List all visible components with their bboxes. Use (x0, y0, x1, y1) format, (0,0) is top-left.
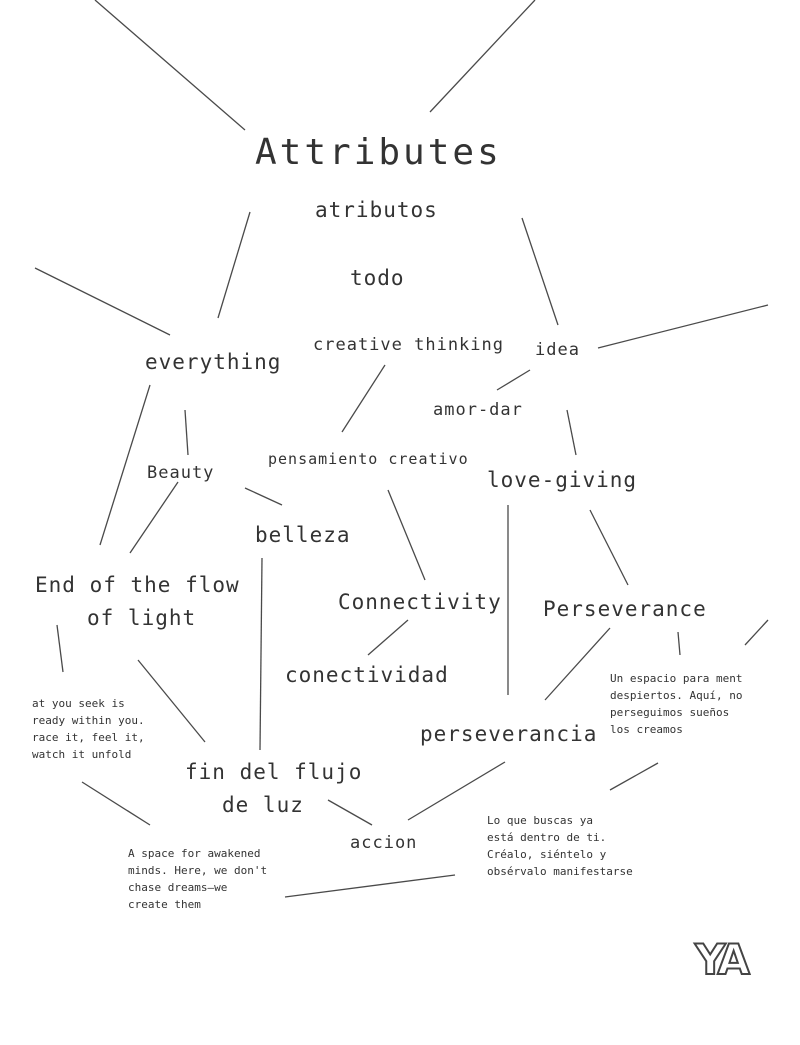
connector (81, 781, 151, 826)
connector (566, 409, 577, 456)
node-love-giving: love-giving (487, 468, 638, 492)
connector (184, 409, 189, 456)
node-end-of-flow-line2: of light (87, 606, 197, 630)
connector (496, 369, 531, 391)
node-creative-thinking: creative thinking (313, 335, 504, 355)
connector (56, 624, 64, 673)
node-connectivity: Connectivity (338, 590, 502, 614)
paragraph-line: está dentro de ti. (487, 831, 607, 844)
connector (597, 304, 769, 349)
connector (327, 799, 373, 826)
connector (744, 619, 769, 646)
node-amor-dar: amor-dar (433, 400, 523, 420)
paragraph-es-espacio: Un espacio para ment despiertos. Aquí, n… (610, 670, 742, 738)
paragraph-line: Créalo, siéntelo y (487, 848, 607, 861)
node-belleza: belleza (255, 523, 351, 547)
connector (34, 267, 171, 336)
paragraph-line: race it, feel it, (32, 731, 145, 744)
connector (341, 364, 386, 433)
node-end-of-flow-line1: End of the flow (35, 573, 240, 597)
paragraph-en-seek: at you seek is ready within you. race it… (32, 695, 145, 763)
node-attributes: Attributes (255, 132, 502, 173)
node-beauty: Beauty (147, 463, 215, 483)
paragraph-line: Un espacio para ment (610, 672, 743, 685)
connector (609, 762, 659, 791)
connector (259, 557, 263, 751)
connector (244, 487, 283, 506)
node-idea: idea (535, 340, 580, 360)
connector (521, 217, 559, 326)
node-pensamiento-creativo: pensamiento creativo (268, 450, 469, 468)
node-perseverancia: perseverancia (420, 722, 598, 746)
paragraph-line: A space for awakened (128, 847, 261, 860)
paragraph-line: Lo que buscas ya (487, 814, 593, 827)
logo: YA (694, 934, 751, 985)
connector (129, 481, 179, 554)
paragraph-line: at you seek is (32, 697, 125, 710)
paragraph-line: perseguimos sueños (610, 706, 730, 719)
connector (407, 761, 506, 821)
connector (387, 489, 426, 581)
node-everything: everything (145, 350, 282, 374)
paragraph-line: ready within you. (32, 714, 145, 727)
connector (137, 659, 206, 743)
paragraph-line: chase dreams—we (128, 881, 228, 894)
paragraph-es-buscas: Lo que buscas ya está dentro de ti. Créa… (487, 812, 633, 880)
paragraph-line: los creamos (610, 723, 683, 736)
paragraph-line: create them (128, 898, 201, 911)
connector (544, 627, 611, 701)
node-fin-del-flujo-line1: fin del flujo (185, 760, 363, 784)
connector (429, 0, 536, 113)
connector (589, 509, 629, 586)
node-atributos: atributos (315, 198, 438, 222)
connector (284, 874, 456, 898)
node-perseverance: Perseverance (543, 597, 707, 621)
connector (99, 384, 151, 546)
connector (217, 211, 251, 319)
paragraph-line: minds. Here, we don't (128, 864, 268, 877)
connector (94, 0, 246, 131)
connector (677, 631, 681, 656)
connector (367, 619, 409, 656)
paragraph-line: watch it unfold (32, 748, 132, 761)
node-todo: todo (350, 266, 405, 290)
node-accion: accion (350, 833, 418, 853)
node-conectividad: conectividad (285, 663, 449, 687)
paragraph-en-space: A space for awakened minds. Here, we don… (128, 845, 267, 913)
node-fin-del-flujo-line2: de luz (222, 793, 304, 817)
paragraph-line: obsérvalo manifestarse (487, 865, 633, 878)
paragraph-line: despiertos. Aquí, no (610, 689, 743, 702)
